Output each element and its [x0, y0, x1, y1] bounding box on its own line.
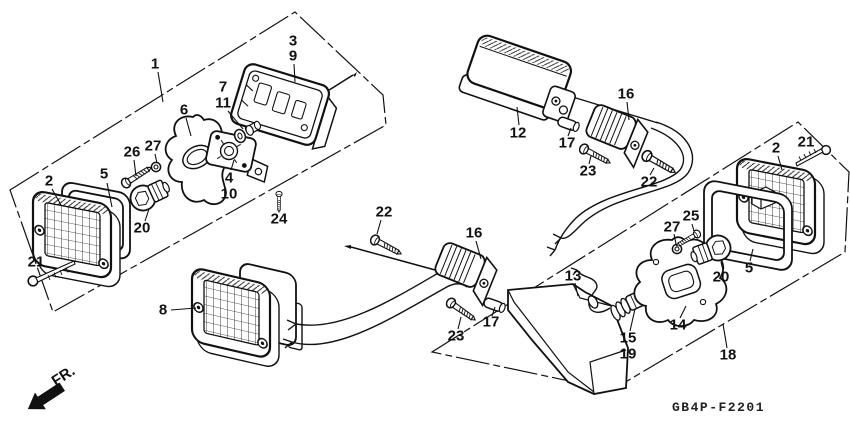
winker12-wires: [546, 121, 694, 257]
fr-direction-indicator: FR.: [27, 362, 79, 410]
top-right-winker-assembly: [458, 34, 694, 257]
part-duct-13: [507, 283, 629, 395]
part-pipe-17-middle: [483, 297, 506, 314]
part-winker-12-body: [458, 34, 576, 124]
part-screw-23-middle: [443, 295, 479, 325]
part-screw-22-middle: [368, 232, 405, 260]
part-screw-24: [275, 190, 283, 213]
part-mount-16-middle: [427, 240, 501, 307]
part-gasket-5-right: [703, 180, 793, 271]
part-housing-3-9: [230, 63, 338, 150]
fr-arrow-icon: [27, 382, 65, 410]
part-screw-22-top: [639, 148, 679, 178]
winker8-stud-tip: [344, 245, 351, 249]
right-winker-assembly: [507, 144, 832, 395]
housing-screw-tip: [353, 72, 357, 77]
left-winker-assembly: [27, 63, 357, 291]
part-screw-23-top: [577, 141, 614, 169]
winker8-wires: [282, 266, 468, 349]
leader-lines: [51, 63, 783, 349]
part-lens-2-right: [735, 155, 826, 258]
part-washer-nut-7-11: [233, 120, 261, 144]
assembly-outline-left: [9, 11, 387, 313]
middle-winker-assembly: [190, 232, 506, 371]
part-screw-21-left: [27, 260, 76, 287]
part-screw-21-right: [795, 144, 832, 167]
fr-label: FR.: [49, 362, 79, 389]
diagram-code: GB4P-F2201: [672, 400, 766, 415]
part-nut-27-left: [150, 161, 162, 173]
part-pipe-17-top: [557, 116, 580, 133]
